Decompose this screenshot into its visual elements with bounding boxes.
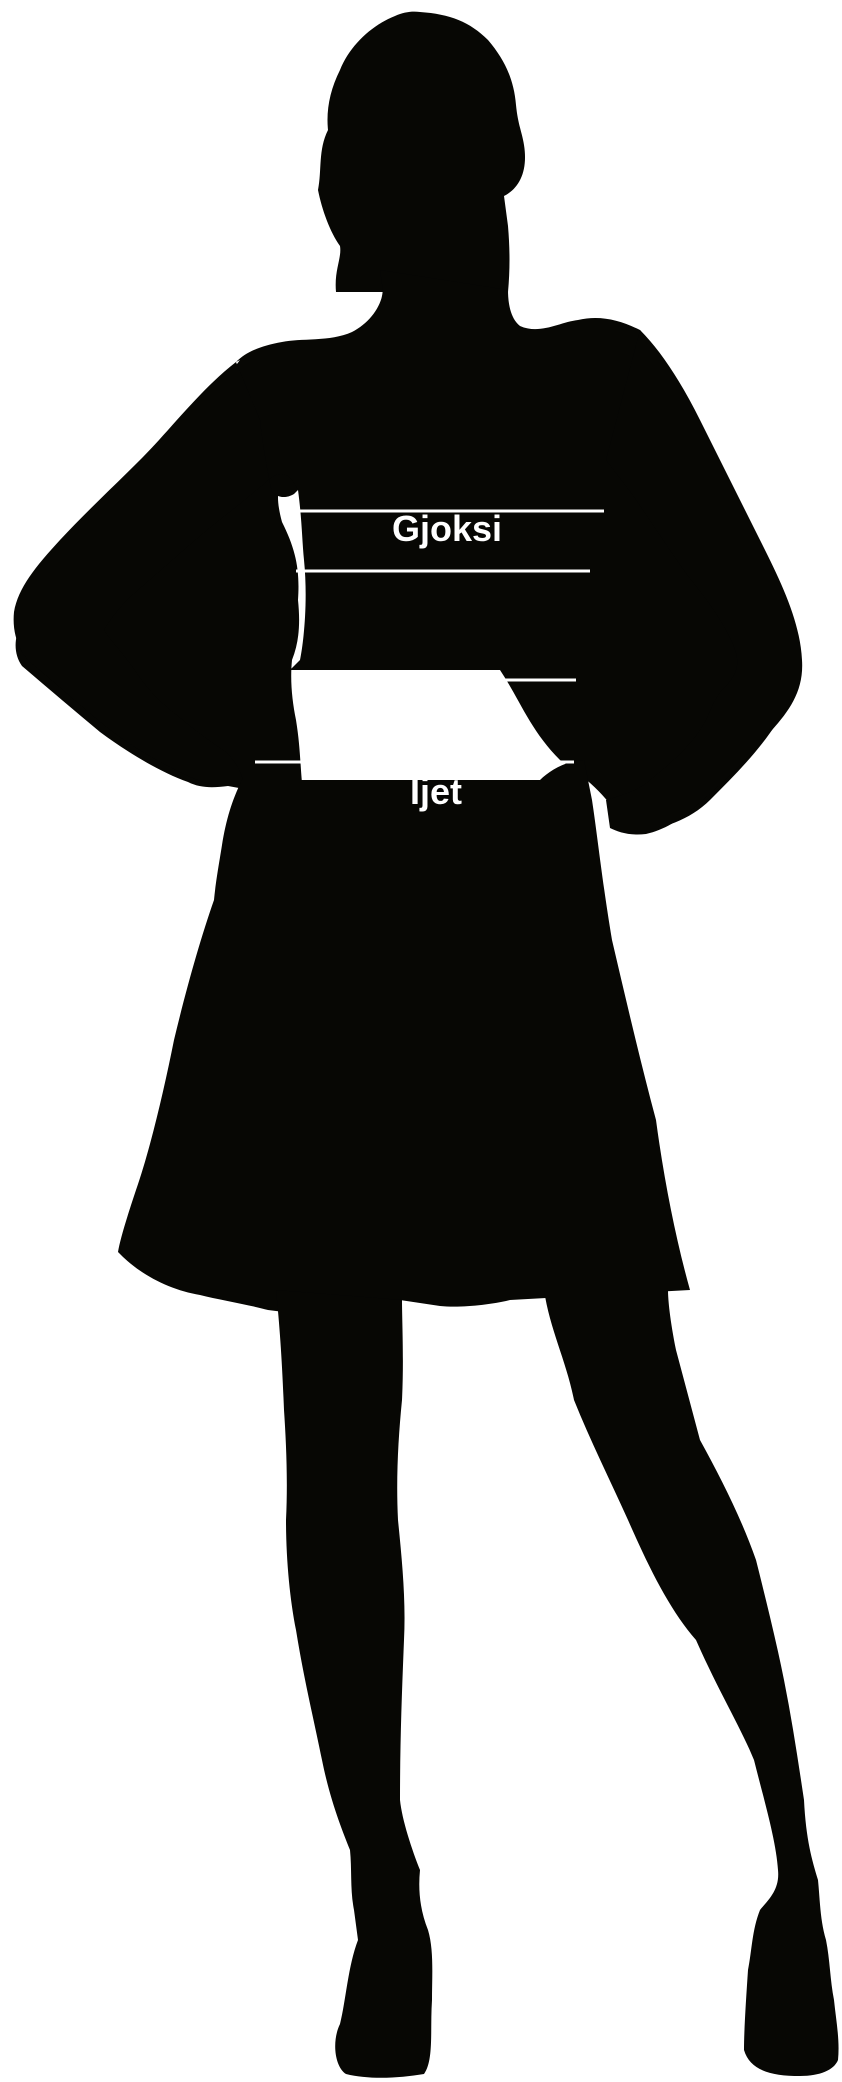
hips-label: Ijet xyxy=(410,771,462,812)
woman-silhouette xyxy=(14,12,839,2078)
waist-label: Beli xyxy=(395,685,461,726)
silhouette-skirt xyxy=(118,760,690,1312)
silhouette-right-leg xyxy=(544,1290,839,2076)
silhouette-head xyxy=(318,12,525,292)
silhouette-left-leg xyxy=(276,1290,432,2078)
chest-label: Gjoksi xyxy=(392,508,502,549)
